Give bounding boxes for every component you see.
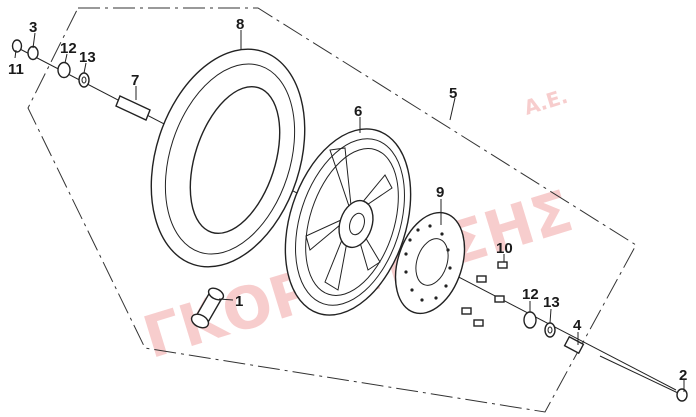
assembly-frame	[27, 7, 637, 413]
tire	[150, 48, 306, 268]
leader-lines	[14, 30, 685, 392]
axle-spacer	[115, 95, 151, 121]
callout-13-right: 13	[543, 294, 560, 311]
callout-6: 6	[354, 103, 362, 120]
callout-13-left: 13	[79, 49, 96, 66]
callout-10: 10	[496, 240, 513, 257]
callout-3: 3	[29, 19, 37, 36]
callouts: 1 2 3 4 5 6 7 8 9 10 11 12 12 13 13	[8, 16, 687, 384]
callout-8: 8	[236, 16, 244, 33]
right-hardware	[523, 311, 585, 355]
callout-7: 7	[131, 72, 139, 89]
callout-5: 5	[449, 85, 457, 102]
callout-12-left: 12	[60, 40, 77, 57]
callout-2: 2	[679, 367, 687, 384]
callout-12-right: 12	[522, 286, 539, 303]
disc-bolts	[461, 261, 508, 327]
callout-11: 11	[8, 61, 24, 78]
left-hardware	[11, 39, 90, 88]
callout-1: 1	[235, 293, 243, 310]
front-axle	[599, 355, 688, 402]
wheel-rim	[284, 128, 412, 316]
watermark-suffix: Α.Ε.	[521, 84, 570, 120]
tire-valve	[190, 287, 225, 329]
callout-4: 4	[573, 317, 582, 334]
callout-9: 9	[436, 184, 444, 201]
brake-disc	[394, 211, 466, 315]
